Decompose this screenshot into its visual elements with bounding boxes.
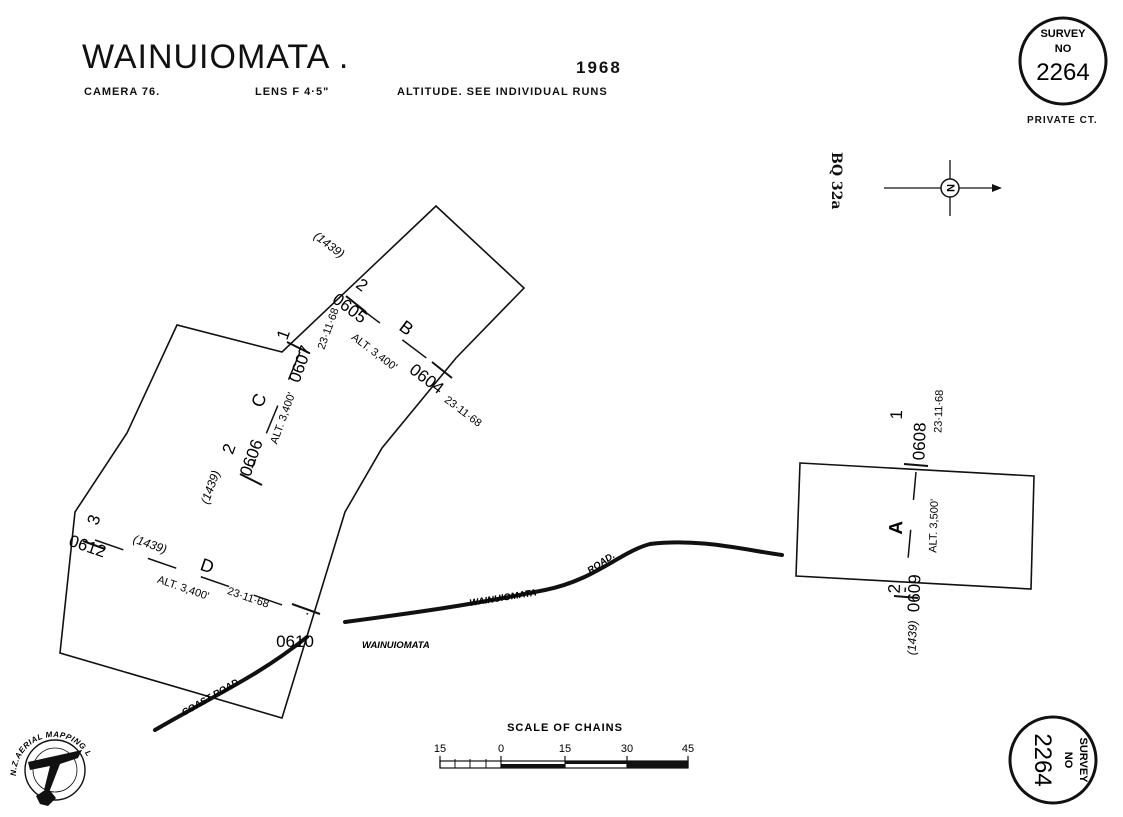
badge-bottom-number: 2264 xyxy=(1029,733,1056,786)
run-c-start-frame: 0607 xyxy=(285,343,316,385)
survey-badge-bottom: SURVEY NO 2264 xyxy=(1008,715,1098,805)
survey-year: 1968 xyxy=(576,58,622,77)
run-a-date: 23·11·68 xyxy=(932,390,946,434)
logo-text: N.Z.AERIAL MAPPING LTD xyxy=(0,0,93,776)
coverage-outlines xyxy=(59,204,1035,719)
ownership-label: PRIVATE CT. xyxy=(1027,115,1098,126)
scale-tick-label: 30 xyxy=(621,743,633,755)
wainuiomata-locality-label: WAINUIOMATA xyxy=(362,640,430,651)
scale-tick-label: 15 xyxy=(559,743,571,755)
run-a-end-frame: 0609 xyxy=(904,574,924,612)
run-b-labels: 2 0605 (1439) B ALT. 3,400' 0604 23·11·6… xyxy=(311,229,484,430)
run-a-letter: A xyxy=(886,520,907,535)
run-c-film: (1439) xyxy=(198,468,223,505)
scale-bar: SCALE OF CHAINS 15 0 15 30 45 xyxy=(434,722,694,769)
run-b-film: (1439) xyxy=(311,229,347,261)
badge-top-number: 2264 xyxy=(1036,59,1089,86)
badge-bottom-line2: NO xyxy=(1062,752,1074,769)
badge-top-line1: SURVEY xyxy=(1040,28,1086,40)
badge-top-line2: NO xyxy=(1055,43,1072,55)
scale-tick-label: 0 xyxy=(498,743,504,755)
badge-bottom-line1: SURVEY xyxy=(1077,737,1089,783)
run-d-date: 23·11·68 xyxy=(226,585,271,610)
scale-tick-label: 15 xyxy=(434,743,446,755)
flight-line-run-d xyxy=(94,539,309,615)
north-label: N xyxy=(944,184,956,192)
run-c-date: 23·11·68 xyxy=(316,306,342,351)
wainuiomata-road xyxy=(343,540,784,624)
run-a-film: (1439) xyxy=(905,620,920,655)
altitude-info: ALTITUDE. SEE INDIVIDUAL RUNS xyxy=(397,86,608,98)
survey-badge-top: SURVEY NO 2264 xyxy=(1018,16,1108,106)
run-d-end-frame: 0610 xyxy=(276,632,314,651)
run-c-letter: C xyxy=(247,391,270,410)
flight-line-run-b xyxy=(355,304,446,373)
scale-tick-label: 45 xyxy=(682,743,694,755)
wainuiomata-road-label: WAINUIOMATA xyxy=(469,587,538,608)
run-a-altitude: ALT. 3,500' xyxy=(927,499,941,553)
run-b-start-number: 2 xyxy=(352,275,371,296)
map-title: WAINUIOMATA . xyxy=(82,38,350,76)
run-b-end-frame: 0604 xyxy=(406,360,448,398)
run-d-labels: 3 0612 (1439) D ALT. 3,400' 23·11·68 061… xyxy=(66,512,314,651)
run-b-date: 23·11·68 xyxy=(442,394,484,430)
run-a-end-number: 2 xyxy=(885,584,904,594)
run-c-end-number: 2 xyxy=(219,441,240,456)
flight-line-run-c xyxy=(251,351,301,469)
run-c-start-number: 1 xyxy=(273,327,294,342)
run-c-labels: 1 0607 23·11·68 C ALT. 3,400' 2 0606 (14… xyxy=(198,306,342,505)
run-d-start-number: 3 xyxy=(83,512,104,527)
coverage-outline-west xyxy=(59,204,526,719)
aerial-mapping-logo: N.Z.AERIAL MAPPING LTD xyxy=(0,0,93,806)
run-d-letter: D xyxy=(198,554,217,577)
svg-text:N.Z.AERIAL MAPPING LTD: N.Z.AERIAL MAPPING LTD xyxy=(0,0,93,776)
run-d-start-frame: 0612 xyxy=(66,531,108,561)
nz-map-icon xyxy=(36,788,56,806)
north-arrow-icon: N xyxy=(884,160,1002,216)
run-a-start-frame: 0608 xyxy=(909,422,929,460)
aircraft-icon xyxy=(28,750,82,790)
run-a-start-number: 1 xyxy=(887,410,906,420)
flight-line-run-a xyxy=(904,471,917,593)
run-a-labels: 1 0608 23·11·68 A ALT. 3,500' 2 0609 (14… xyxy=(885,390,946,656)
camera-info: CAMERA 76. xyxy=(84,86,161,98)
run-d-film: (1439) xyxy=(131,532,168,557)
coast-road xyxy=(153,635,309,732)
run-d-altitude: ALT. 3,400' xyxy=(156,574,211,603)
run-b-letter: B xyxy=(396,316,418,339)
flight-lines xyxy=(82,295,929,615)
coast-road-label: COAST ROAD xyxy=(180,677,241,719)
run-b-altitude: ALT. 3,400' xyxy=(349,331,399,373)
roads xyxy=(153,540,784,732)
scale-title: SCALE OF CHAINS xyxy=(507,722,623,734)
coverage-outline-run-a xyxy=(795,462,1035,590)
lens-info: LENS F 4·5" xyxy=(255,86,330,98)
run-c-end-frame: 0606 xyxy=(236,437,267,479)
